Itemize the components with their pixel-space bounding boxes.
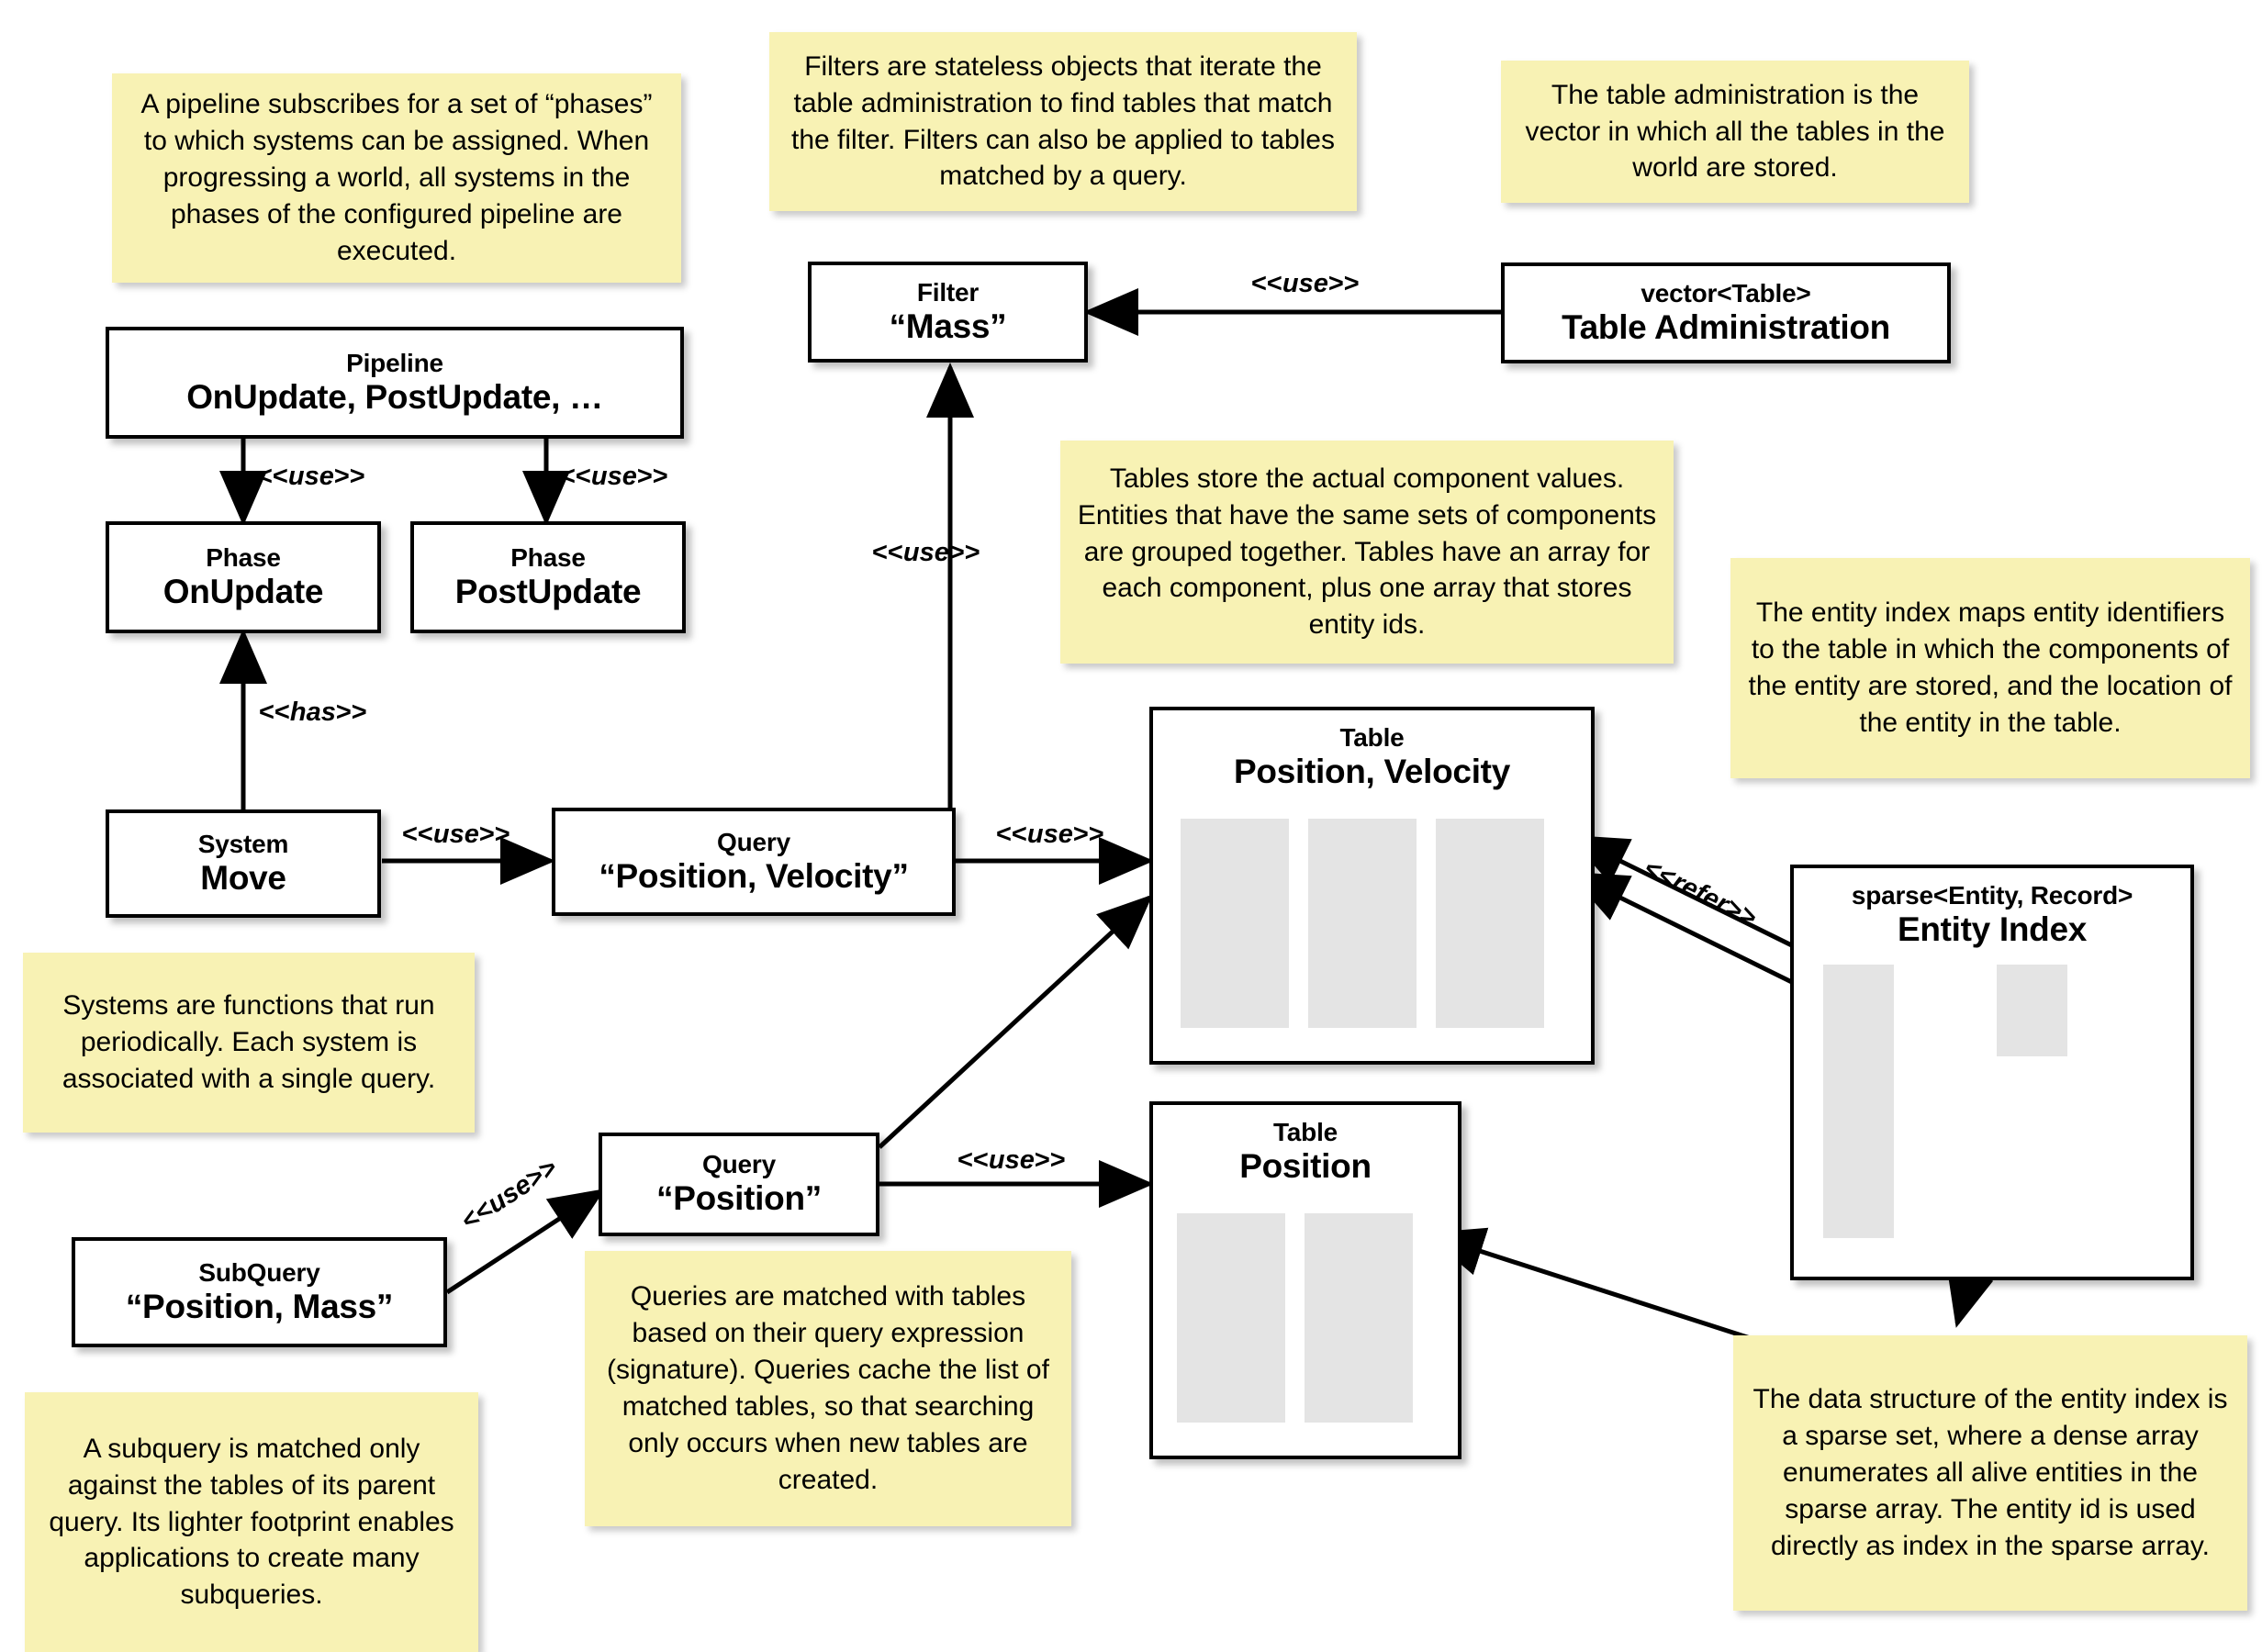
box-table-position[interactable]: Table Position	[1149, 1101, 1461, 1459]
box-system-move-stereotype: System	[197, 829, 289, 858]
note-queries: Queries are matched with tables based on…	[585, 1251, 1071, 1526]
box-system-move[interactable]: System Move	[106, 809, 381, 918]
note-systems: Systems are functions that run periodica…	[23, 953, 475, 1133]
box-table-position-stereotype: Table	[1272, 1118, 1338, 1146]
box-table-administration-stereotype: vector<Table>	[1641, 278, 1811, 307]
label-query-position-use-table: <<use>>	[957, 1145, 1066, 1175]
box-pipeline-name: OnUpdate, PostUpdate, …	[186, 377, 603, 416]
entity-index-arrays	[1823, 965, 2067, 1238]
label-system-use-query: <<use>>	[402, 820, 510, 849]
note-entity-index: The entity index maps entity identifiers…	[1730, 558, 2250, 778]
component-array-column	[1181, 819, 1289, 1028]
box-query-position-velocity-name: “Position, Velocity”	[599, 856, 909, 895]
box-table-position-name: Position	[1239, 1147, 1372, 1186]
box-filter-mass[interactable]: Filter “Mass”	[808, 262, 1088, 363]
box-query-position[interactable]: Query “Position”	[599, 1133, 879, 1236]
box-system-move-name: Move	[200, 858, 286, 897]
label-query-use-filter: <<use>>	[872, 538, 980, 567]
note-tables: Tables store the actual component values…	[1060, 441, 1674, 664]
edge-query-position-use-table-pv	[878, 894, 1153, 1149]
box-phase-onupdate-name: OnUpdate	[162, 572, 324, 610]
note-filter: Filters are stateless objects that itera…	[769, 32, 1357, 211]
box-filter-mass-name: “Mass”	[889, 307, 1007, 345]
box-table-position-velocity-stereotype: Table	[1339, 723, 1405, 752]
box-query-position-stereotype: Query	[702, 1150, 776, 1179]
label-system-has-phase: <<has>>	[259, 698, 367, 727]
note-pipeline: A pipeline subscribes for a set of “phas…	[112, 73, 681, 283]
note-entity-index-structure: The data structure of the entity index i…	[1733, 1335, 2247, 1611]
box-query-position-velocity-stereotype: Query	[717, 827, 790, 856]
box-table-position-velocity-name: Position, Velocity	[1234, 753, 1510, 791]
component-array-column	[1308, 819, 1417, 1028]
note-subquery: A subquery is matched only against the t…	[25, 1392, 478, 1652]
box-phase-postupdate-name: PostUpdate	[454, 572, 642, 610]
label-pipeline-onupdate: <<use>>	[257, 462, 365, 491]
label-entityindex-refer-table: <<refer>>	[1639, 854, 1762, 933]
box-subquery-position-mass-stereotype: SubQuery	[198, 1257, 320, 1287]
box-phase-postupdate-stereotype: Phase	[510, 542, 586, 572]
box-phase-onupdate-stereotype: Phase	[206, 542, 281, 572]
box-query-position-velocity[interactable]: Query “Position, Velocity”	[552, 808, 956, 916]
label-query-use-table: <<use>>	[996, 820, 1104, 849]
sparse-array-column	[1823, 965, 1894, 1238]
entity-id-array-column	[1436, 819, 1544, 1028]
box-entity-index-name: Entity Index	[1897, 910, 2088, 949]
entity-id-array-column	[1305, 1213, 1413, 1423]
box-entity-index-stereotype: sparse<Entity, Record>	[1851, 881, 2133, 910]
box-table-administration-name: Table Administration	[1562, 307, 1890, 346]
box-table-position-velocity[interactable]: Table Position, Velocity	[1149, 707, 1595, 1065]
label-subquery-use-query: <<use>>	[456, 1152, 564, 1236]
table-position-velocity-arrays	[1181, 819, 1544, 1028]
box-entity-index[interactable]: sparse<Entity, Record> Entity Index	[1790, 865, 2194, 1280]
box-subquery-position-mass[interactable]: SubQuery “Position, Mass”	[72, 1237, 447, 1347]
box-query-position-name: “Position”	[656, 1179, 822, 1218]
box-filter-mass-stereotype: Filter	[916, 277, 980, 307]
dense-array-column	[1997, 965, 2067, 1056]
label-pipeline-postupdate: <<use>>	[560, 462, 668, 491]
box-phase-onupdate[interactable]: Phase OnUpdate	[106, 521, 381, 633]
component-array-column	[1177, 1213, 1285, 1423]
box-phase-postupdate[interactable]: Phase PostUpdate	[410, 521, 686, 633]
box-table-administration[interactable]: vector<Table> Table Administration	[1501, 262, 1951, 363]
note-table-administration: The table administration is the vector i…	[1501, 61, 1969, 203]
box-subquery-position-mass-name: “Position, Mass”	[125, 1287, 394, 1325]
label-tableadmin-use-filter: <<use>>	[1251, 269, 1360, 298]
table-position-arrays	[1177, 1213, 1413, 1423]
box-pipeline[interactable]: Pipeline OnUpdate, PostUpdate, …	[106, 327, 684, 439]
box-pipeline-stereotype: Pipeline	[346, 348, 443, 377]
